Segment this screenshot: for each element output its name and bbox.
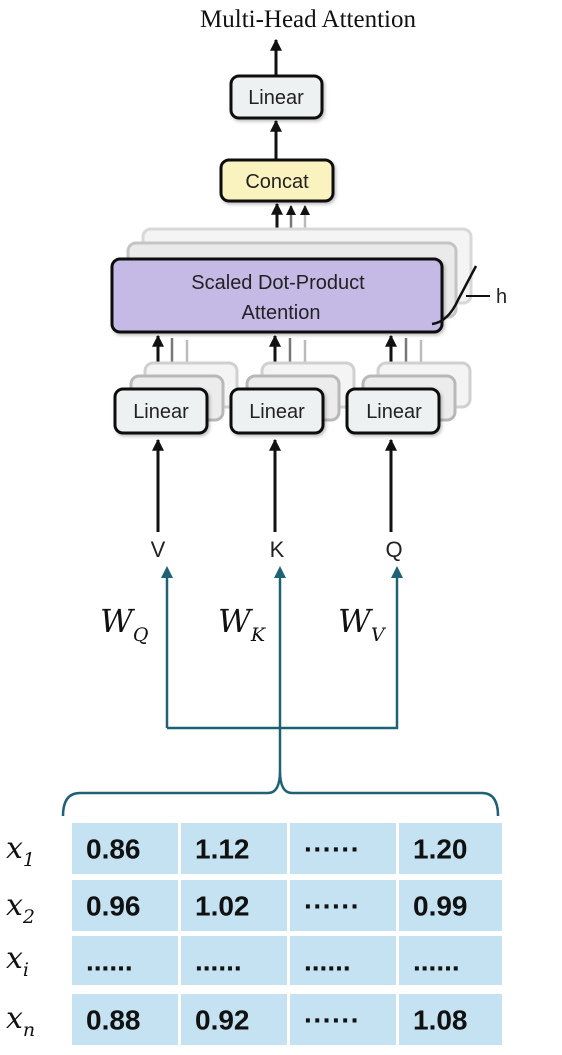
matrix-row-label: x1	[6, 831, 35, 871]
connector-arrowheads	[161, 566, 403, 578]
matrix-cell-value: 0.99	[413, 891, 468, 922]
matrix-cell-value: ......	[195, 946, 242, 977]
matrix-cell	[72, 823, 178, 874]
output-linear-box: Linear	[229, 74, 324, 120]
matrix-cell-value: ······	[304, 1005, 360, 1036]
matrix-cell	[290, 880, 396, 931]
linear-k-label: Linear	[249, 401, 305, 423]
matrix-cell	[181, 880, 287, 931]
matrix-cell-value: 0.92	[195, 1005, 250, 1036]
weight-wq-label: WQ	[100, 602, 148, 646]
linear-stack-k: Linear	[229, 361, 356, 435]
matrix-cell	[72, 936, 178, 985]
input-v-label: V	[151, 537, 166, 562]
matrix-row-label: xn	[6, 1001, 35, 1041]
matrix-cell	[181, 936, 287, 985]
matrix-brace	[61, 770, 500, 817]
concat-box: Concat	[219, 158, 335, 203]
matrix-cell	[290, 994, 396, 1045]
matrix-cell-value: ······	[304, 834, 360, 865]
projection-connectors	[165, 572, 399, 771]
matrix-cell	[72, 994, 178, 1045]
input-arrows	[152, 438, 397, 532]
matrix-row-labels: x1 x2 xi xn	[6, 831, 35, 1041]
weight-wv-label: WV	[338, 602, 387, 646]
heads-bracket	[431, 265, 478, 326]
matrix-cell	[399, 936, 502, 985]
input-k-label: K	[270, 537, 285, 562]
matrix-row-label: x2	[6, 888, 35, 928]
attention-label-line1: Scaled Dot-Product	[191, 272, 365, 294]
linear-stack-q: Linear	[345, 361, 472, 435]
linear-stack-v: Linear	[113, 361, 239, 435]
matrix-cell-value: 0.86	[86, 834, 141, 865]
matrix-cell-value: 1.20	[413, 834, 468, 865]
matrix-cell-value: 0.88	[86, 1005, 141, 1036]
matrix-cell	[290, 823, 396, 874]
input-q-label: Q	[385, 537, 402, 562]
matrix-cell	[399, 823, 502, 874]
matrix-cell-value: 1.12	[195, 834, 250, 865]
embedding-matrix: 0.86 1.12 ······ 1.20 0.96 1.02 ······ 0.99....…	[72, 823, 502, 1045]
matrix-cell-value: ......	[413, 946, 460, 977]
diagram-title: Multi-Head Attention	[200, 6, 416, 33]
attention-label-line2: Attention	[242, 302, 321, 324]
matrix-cell	[290, 936, 396, 985]
linear-q-label: Linear	[366, 401, 422, 423]
heads-label: h	[496, 286, 507, 308]
matrix-cell	[399, 994, 502, 1045]
matrix-row-label: xi	[6, 941, 29, 981]
matrix-cell	[181, 823, 287, 874]
concat-label: Concat	[245, 171, 309, 193]
matrix-cell	[181, 994, 287, 1045]
matrix-cell-value: 1.02	[195, 891, 250, 922]
matrix-cell	[399, 880, 502, 931]
matrix-cell-value: 0.96	[86, 891, 141, 922]
linear-v-label: Linear	[133, 401, 189, 423]
matrix-cell-value: ......	[86, 946, 133, 977]
weight-wk-label: WK	[218, 602, 267, 646]
attention-box: Scaled Dot-Product Attention	[110, 257, 444, 334]
matrix-cell-value: ......	[304, 946, 351, 977]
matrix-cell-value: ······	[304, 891, 360, 922]
matrix-cell-value: 1.08	[413, 1005, 468, 1036]
matrix-cell	[72, 880, 178, 931]
output-linear-label: Linear	[248, 87, 304, 109]
